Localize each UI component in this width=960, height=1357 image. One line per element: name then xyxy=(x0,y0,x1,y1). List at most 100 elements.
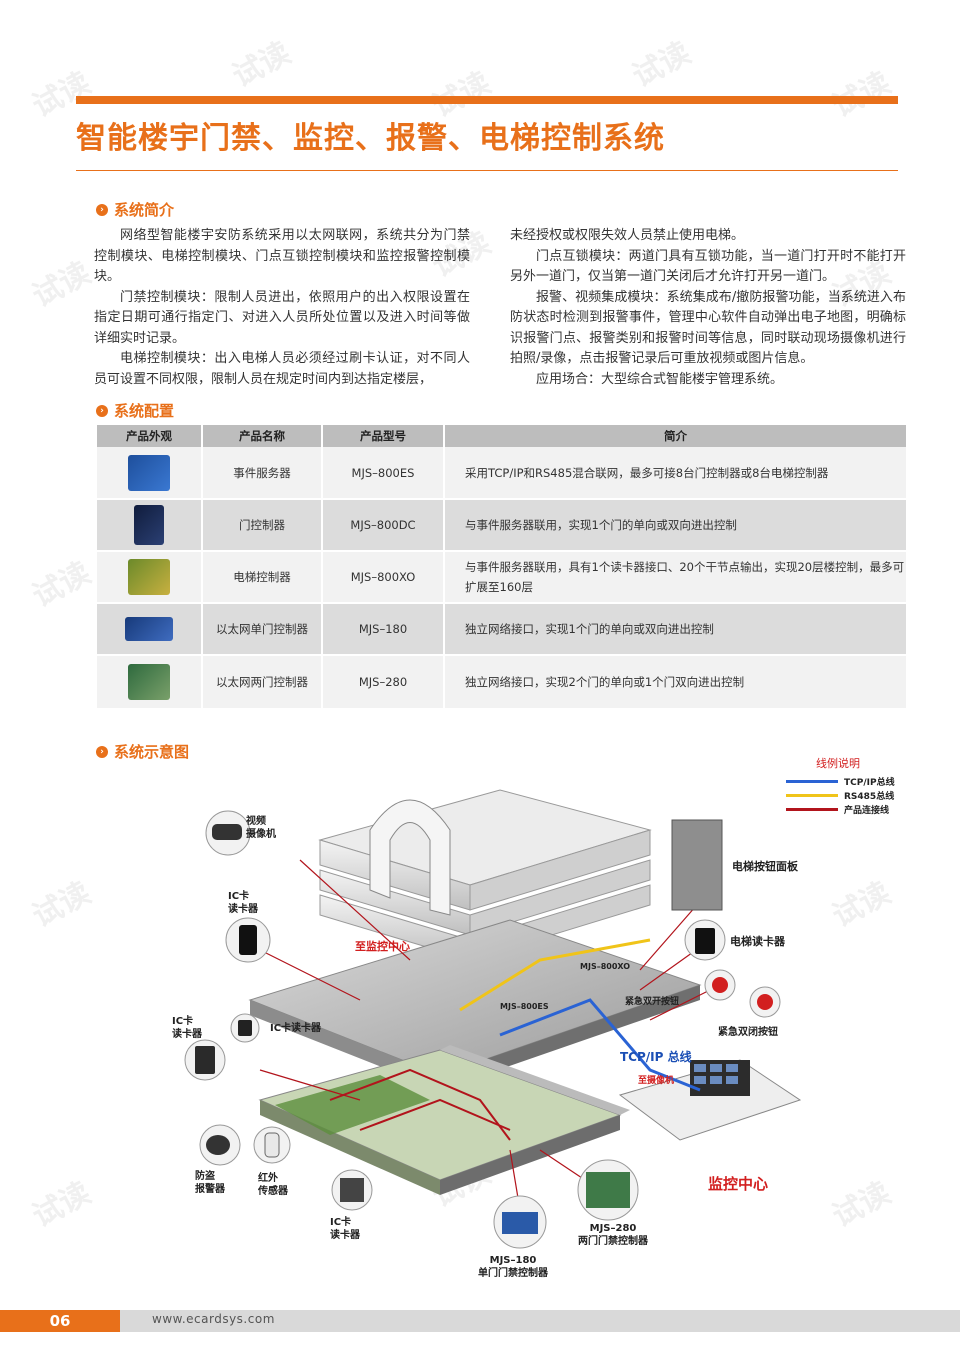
elevator-panel-label: 电梯按钮面板 xyxy=(732,860,798,873)
mjs800xo-label: MJS–800XO xyxy=(580,962,631,971)
intro-paragraph: 门点互锁模块：两道门具有互锁功能，当一道门打开时不能打开另外一道门，仅当第一道门… xyxy=(510,248,906,285)
header-accent-bar xyxy=(76,96,898,104)
mjs180-label: MJS–180 单门门禁控制器 xyxy=(478,1255,548,1279)
watermark-text: 试读 xyxy=(26,875,97,935)
product-name: 事件服务器 xyxy=(202,447,323,500)
monitor-center-label: 监控中心 xyxy=(708,1175,769,1193)
section-header-config: › 系统配置 xyxy=(96,400,174,421)
watermark-text: 试读 xyxy=(26,255,97,315)
intro-paragraph: 报警、视频集成模块：系统集成布/撤防报警功能，当系统进入布防状态时检测到报警事件… xyxy=(510,289,906,367)
page-number: 06 xyxy=(0,1310,120,1332)
section-label: 系统简介 xyxy=(114,201,175,219)
table-row: 事件服务器 MJS–800ES 采用TCP/IP和RS485混合联网，最多可接8… xyxy=(97,447,908,500)
tcpip-bus-label: TCP/IP 总线 xyxy=(620,1050,692,1064)
product-name: 门控制器 xyxy=(202,499,323,552)
system-diagram: 视频 摄像机 IC卡 读卡器 至监控中心 IC卡 读卡器 IC卡读卡器 防盗 报… xyxy=(172,770,940,1290)
legend-label: 产品连接线 xyxy=(844,806,890,816)
ic-reader-label: IC卡 读卡器 xyxy=(228,891,258,915)
page-title: 智能楼宇门禁、监控、报警、电梯控制系统 xyxy=(76,121,665,156)
section-label: 系统配置 xyxy=(114,402,175,420)
product-description: 采用TCP/IP和RS485混合联网，最多可接8台门控制器或8台电梯控制器 xyxy=(444,447,908,500)
event-server-image xyxy=(128,454,170,491)
product-image-cell xyxy=(97,499,203,552)
intro-paragraph: 未经授权或权限失效人员禁止使用电梯。 xyxy=(510,228,745,243)
camera-label: 视频 摄像机 xyxy=(246,816,276,840)
product-description: 与事件服务器联用，实现1个门的单向或双向进出控制 xyxy=(444,499,908,552)
product-name: 以太网两门控制器 xyxy=(202,655,323,710)
door-controller-image xyxy=(134,505,164,545)
legend-title: 线例说明 xyxy=(816,757,860,770)
product-image-cell xyxy=(97,603,203,656)
legend-item: TCP/IP总线 xyxy=(786,775,895,788)
product-image-cell xyxy=(97,447,203,500)
emergency-close-label: 紧急双闭按钮 xyxy=(718,1027,778,1038)
to-monitor-label: 至监控中心 xyxy=(355,940,410,953)
ic-reader-label: IC卡 读卡器 xyxy=(172,1016,202,1040)
product-name: 电梯控制器 xyxy=(202,551,323,604)
mjs800es-label: MJS–800ES xyxy=(500,1002,549,1011)
product-description: 与事件服务器联用，具有1个读卡器接口、20个干节点输出，实现20层楼控制，最多可… xyxy=(444,551,908,604)
legend-item: RS485总线 xyxy=(786,789,894,802)
arrow-bullet-icon: › xyxy=(96,745,108,758)
infrared-label: 红外 传感器 xyxy=(258,1173,288,1197)
product-name: 以太网单门控制器 xyxy=(202,603,323,656)
section-label: 系统示意图 xyxy=(114,743,190,761)
section-header-intro: › 系统简介 xyxy=(96,199,174,220)
product-description: 独立网络接口，实现2个门的单向或1个门双向进出控制 xyxy=(444,655,908,710)
column-header: 产品外观 xyxy=(97,425,203,447)
connection-line-swatch xyxy=(786,808,838,811)
column-header: 产品型号 xyxy=(322,425,445,447)
monitor-center-room xyxy=(618,1059,802,1141)
watermark-text: 试读 xyxy=(26,1175,97,1235)
table-header-row: 产品外观 产品名称 产品型号 简介 xyxy=(97,425,908,447)
table-row: 电梯控制器 MJS–800XO 与事件服务器联用，具有1个读卡器接口、20个干节… xyxy=(97,551,908,604)
product-image-cell xyxy=(97,655,203,710)
footer-url[interactable]: www.ecardsys.com xyxy=(152,1312,275,1326)
product-model: MJS–800DC xyxy=(322,499,445,552)
watermark-text: 试读 xyxy=(26,555,97,615)
product-description: 独立网络接口，实现1个门的单向或双向进出控制 xyxy=(444,603,908,656)
section-header-diagram: › 系统示意图 xyxy=(96,741,189,762)
intro-paragraph: 应用场合：大型综合式智能楼宇管理系统。 xyxy=(536,371,784,387)
table-row: 以太网单门控制器 MJS–180 独立网络接口，实现1个门的单向或双向进出控制 xyxy=(97,603,908,656)
devices xyxy=(184,810,781,1249)
to-camera-label: 至摄像机 xyxy=(638,1076,675,1086)
building-illustration xyxy=(184,789,802,1249)
rs485-line-swatch xyxy=(786,794,838,797)
table-row: 以太网两门控制器 MJS–280 独立网络接口，实现2个门的单向或1个门双向进出… xyxy=(97,655,908,710)
ic-reader-label: IC卡读卡器 xyxy=(270,1023,322,1034)
footer-bar xyxy=(0,1310,960,1332)
elevator-reader-label: 电梯读卡器 xyxy=(730,935,785,948)
product-model: MJS–800XO xyxy=(322,551,445,604)
legend-label: RS485总线 xyxy=(844,792,895,802)
intro-left-column: 网络型智能楼宇安防系统采用以太网联网，系统共分为门禁控制模块、电梯控制模块、门点… xyxy=(94,226,470,390)
intro-right-column: 未经授权或权限失效人员禁止使用电梯。 门点互锁模块：两道门具有互锁功能，当一道门… xyxy=(510,226,906,390)
arrow-bullet-icon: › xyxy=(96,203,108,216)
arrow-bullet-icon: › xyxy=(96,404,108,417)
table-row: 门控制器 MJS–800DC 与事件服务器联用，实现1个门的单向或双向进出控制 xyxy=(97,499,908,552)
watermark-text: 试读 xyxy=(626,35,697,95)
title-divider xyxy=(76,170,898,171)
legend-item: 产品连接线 xyxy=(786,803,889,816)
intro-paragraph: 电梯控制模块：出入电梯人员必须经过刷卡认证，对不同人员可设置不同权限，限制人员在… xyxy=(94,351,470,387)
tcpip-line-swatch xyxy=(786,780,838,783)
column-header: 简介 xyxy=(444,425,908,447)
product-model: MJS–800ES xyxy=(322,447,445,500)
product-model: MJS–280 xyxy=(322,655,445,710)
intro-paragraph: 门禁控制模块：限制人员进出，依照用户的出入权限设置在指定日期可通行指定门、对进入… xyxy=(94,289,470,346)
legend-label: TCP/IP总线 xyxy=(844,778,895,788)
single-door-controller-image xyxy=(125,617,173,641)
intro-paragraph: 网络型智能楼宇安防系统采用以太网联网，系统共分为门禁控制模块、电梯控制模块、门点… xyxy=(94,228,470,284)
emergency-open-label: 紧急双开按钮 xyxy=(625,997,680,1007)
alarm-label: 防盗 报警器 xyxy=(195,1171,225,1195)
lower-floor xyxy=(258,1045,630,1195)
elevator-controller-image xyxy=(128,559,170,595)
two-door-controller-image xyxy=(128,664,170,700)
watermark-text: 试读 xyxy=(226,35,297,95)
product-image-cell xyxy=(97,551,203,604)
mjs280-label: MJS–280 两门门禁控制器 xyxy=(578,1223,648,1247)
watermark-text: 试读 xyxy=(823,58,897,125)
column-header: 产品名称 xyxy=(202,425,323,447)
product-config-table: 产品外观 产品名称 产品型号 简介 事件服务器 MJS–800ES 采用TCP/… xyxy=(97,425,908,710)
ic-reader-label: IC卡 读卡器 xyxy=(330,1217,360,1241)
